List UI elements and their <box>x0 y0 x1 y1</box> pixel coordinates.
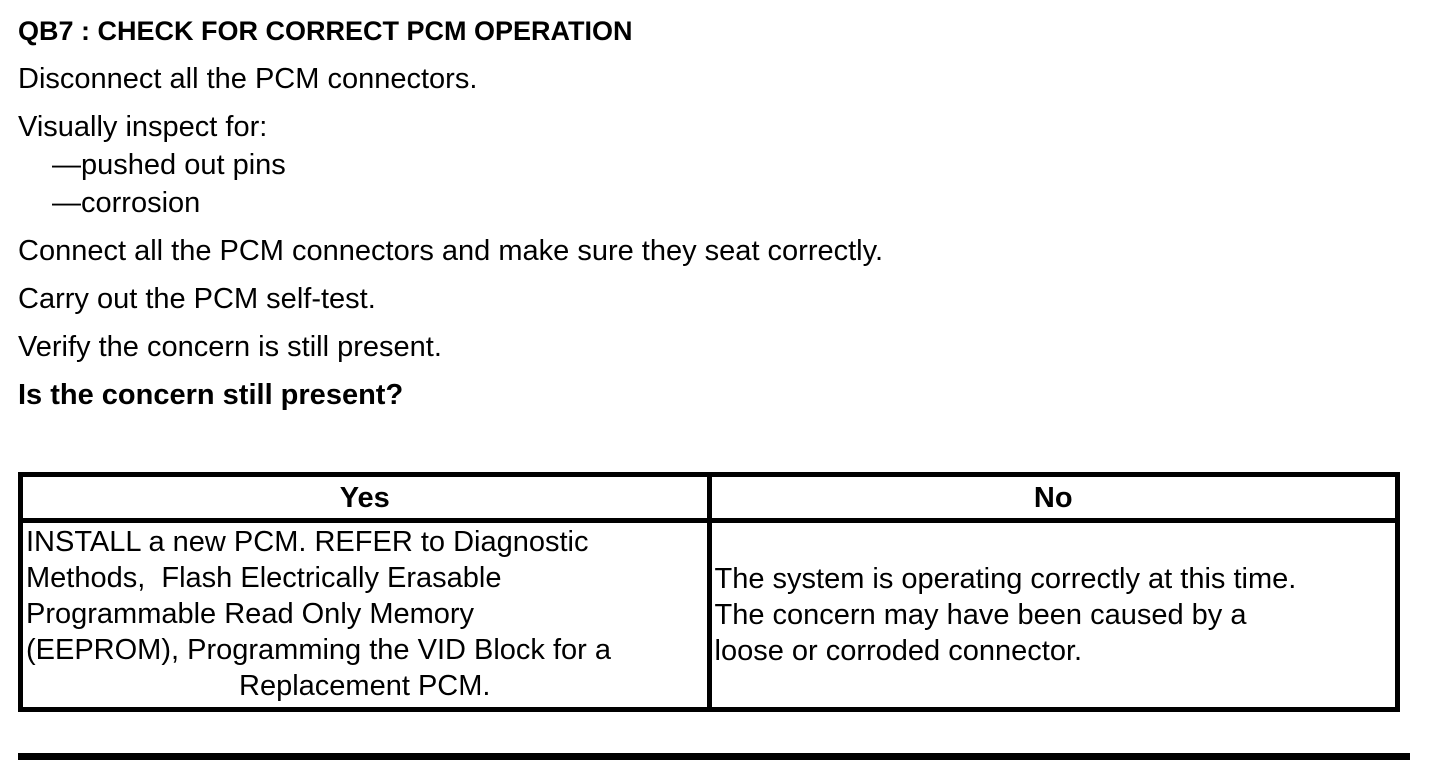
yes-action-line: Methods, Flash Electrically Erasable <box>26 562 502 594</box>
yes-action-cell: INSTALL a new PCM. REFER to Diagnostic M… <box>18 518 712 712</box>
step-verify: Verify the concern is still present. <box>18 331 442 363</box>
inspect-item-pushed-out-pins: —pushed out pins <box>52 149 286 181</box>
decision-table-header-row: Yes No <box>18 472 1400 523</box>
step-connect: Connect all the PCM connectors and make … <box>18 235 884 267</box>
no-action-cell: The system is operating correctly at thi… <box>706 518 1400 712</box>
procedure-title: QB7 : CHECK FOR CORRECT PCM OPERATION <box>18 16 633 46</box>
yes-action-line-last: Replacement PCM. <box>239 670 491 702</box>
yes-action-line: (EEPROM), Programming the VID Block for … <box>26 634 611 666</box>
yes-action-line: Programmable Read Only Memory <box>26 598 475 630</box>
no-header-cell: No <box>706 472 1400 523</box>
decision-table: Yes No INSTALL a new PCM. REFER to Diagn… <box>18 472 1400 712</box>
inspect-list: —pushed out pins —corrosion <box>18 146 1420 222</box>
no-action-line: The system is operating correctly at thi… <box>714 563 1297 595</box>
no-action-line: loose or corroded connector. <box>714 635 1083 667</box>
inspect-item-corrosion: —corrosion <box>52 187 201 219</box>
step-disconnect: Disconnect all the PCM connectors. <box>18 63 478 95</box>
no-action-line: The concern may have been caused by a <box>714 599 1247 631</box>
inspect-intro: Visually inspect for: <box>18 111 268 143</box>
yes-header-cell: Yes <box>18 472 712 523</box>
step-self-test: Carry out the PCM self-test. <box>18 283 376 315</box>
decision-table-action-row: INSTALL a new PCM. REFER to Diagnostic M… <box>18 518 1400 712</box>
page-bottom-rule <box>18 753 1410 760</box>
decision-question: Is the concern still present? <box>18 379 404 411</box>
yes-action-line: INSTALL a new PCM. REFER to Diagnostic <box>26 526 589 558</box>
